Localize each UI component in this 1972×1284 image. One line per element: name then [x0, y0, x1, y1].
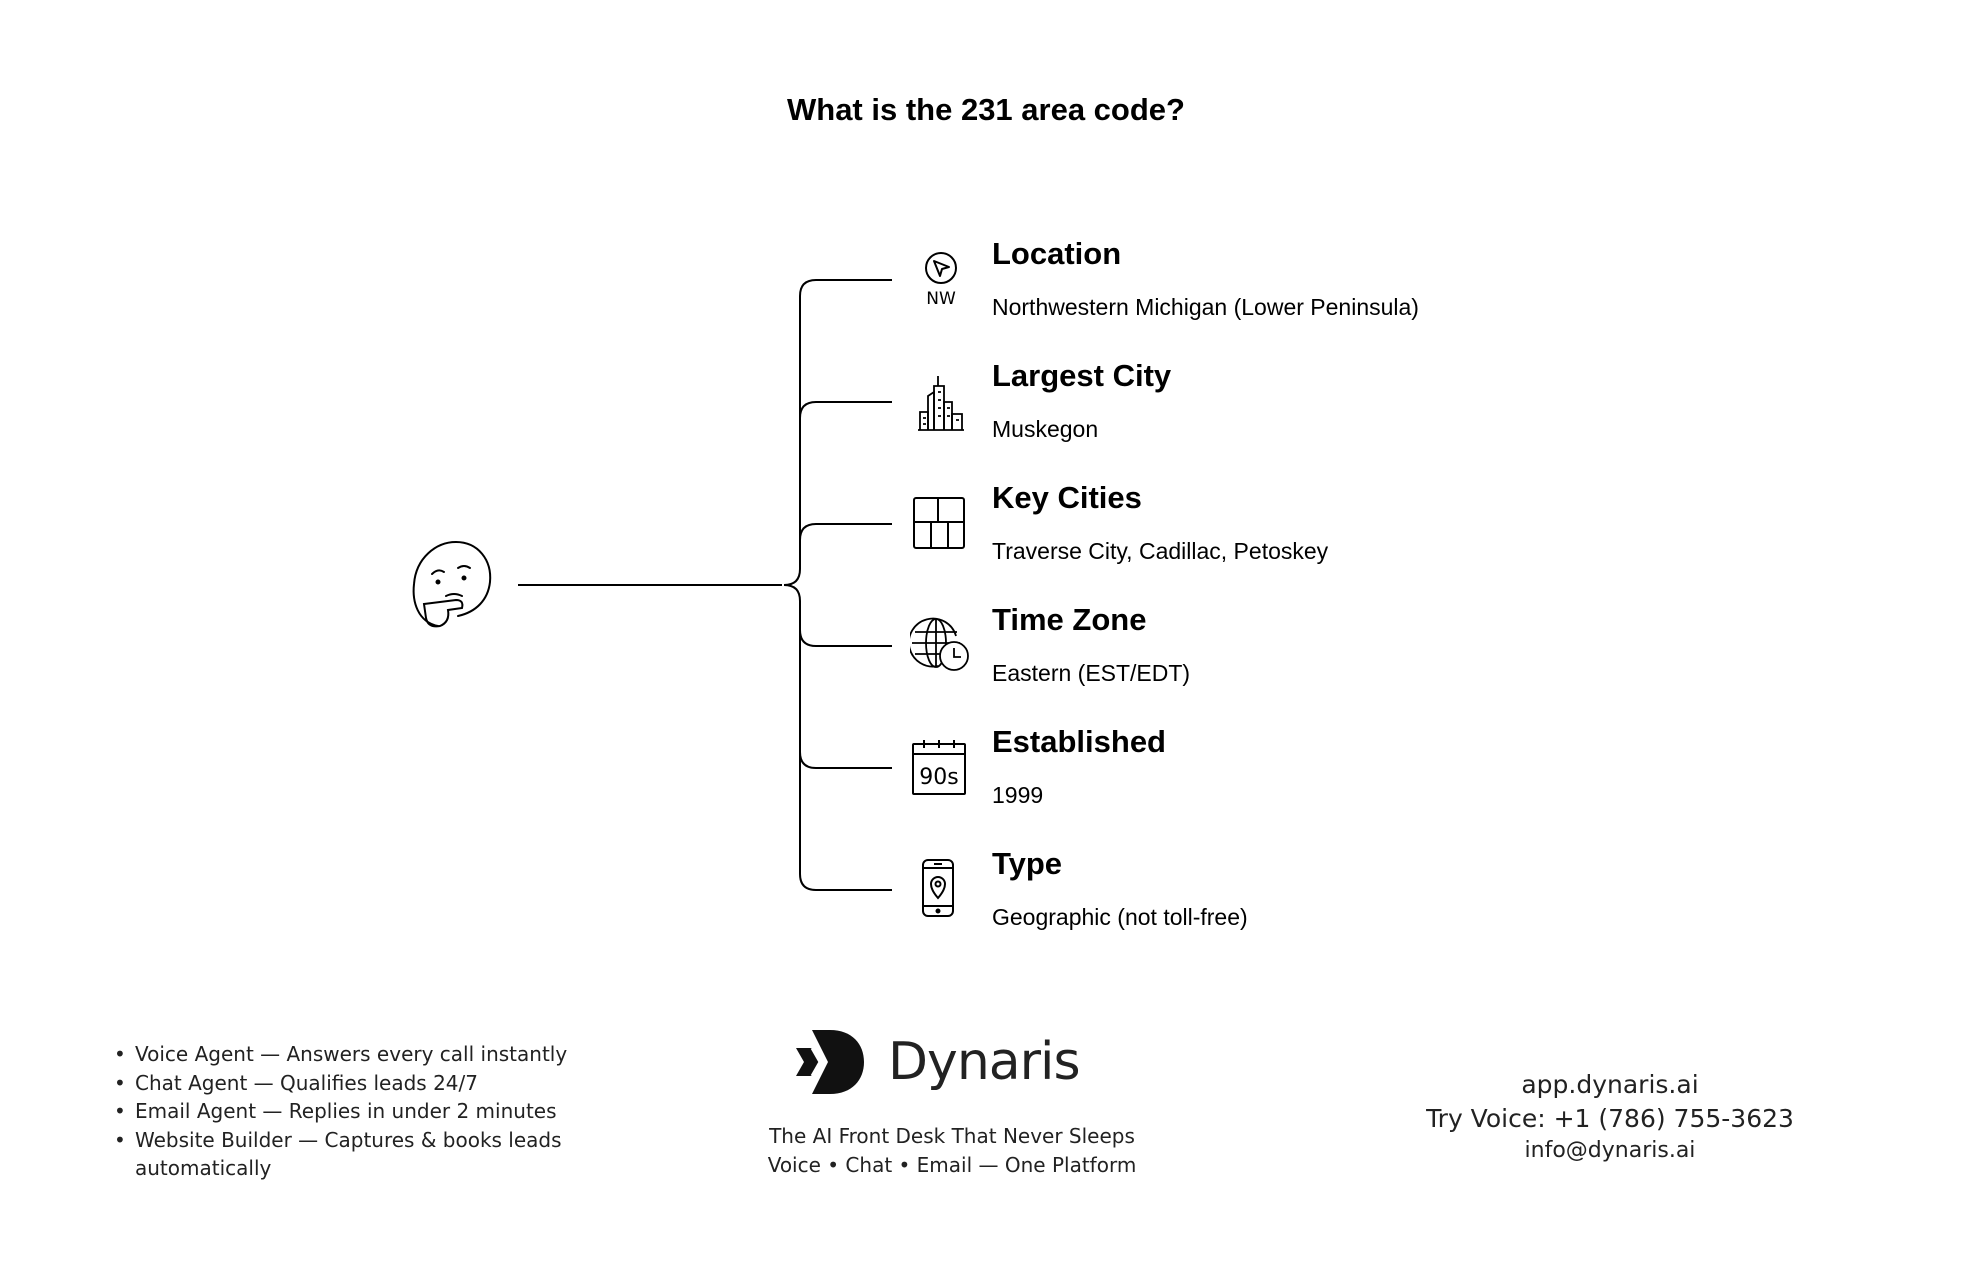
item-title-location: Location	[992, 236, 1122, 271]
website-link[interactable]: app.dynaris.ai	[1521, 1070, 1699, 1099]
item-value-largest-city: Muskegon	[992, 416, 1099, 442]
globe-clock-icon	[910, 617, 969, 671]
compass-nw-icon: NW	[925, 252, 957, 309]
brand-tagline: The AI Front Desk That Never Sleeps	[769, 1124, 1135, 1148]
compass-nw-label: NW	[926, 289, 956, 309]
grid-map-icon	[913, 497, 965, 549]
feature-item-website-builder: Website Builder — Captures & books leads…	[112, 1126, 592, 1183]
item-value-key-cities: Traverse City, Cadillac, Petoskey	[992, 538, 1329, 564]
branch-connector-2	[799, 401, 892, 419]
branch-connector-5	[799, 751, 892, 769]
calendar-label: 90s	[919, 765, 958, 790]
brand-name: Dynaris	[888, 1032, 1081, 1092]
dynaris-logo-icon	[796, 1030, 864, 1094]
item-title-type: Type	[992, 846, 1063, 881]
brand-subtagline: Voice • Chat • Email — One Platform	[767, 1153, 1137, 1177]
email-link[interactable]: info@dynaris.ai	[1524, 1138, 1696, 1163]
item-title-time-zone: Time Zone	[992, 602, 1147, 637]
branch-spine	[783, 279, 892, 891]
feature-item-voice-agent: Voice Agent — Answers every call instant…	[112, 1040, 592, 1069]
item-value-type: Geographic (not toll-free)	[992, 904, 1248, 930]
feature-item-email-agent: Email Agent — Replies in under 2 minutes	[112, 1097, 592, 1126]
feature-item-chat-agent: Chat Agent — Qualifies leads 24/7	[112, 1069, 592, 1098]
item-value-time-zone: Eastern (EST/EDT)	[992, 660, 1191, 686]
item-title-largest-city: Largest City	[992, 358, 1172, 393]
item-value-location: Northwestern Michigan (Lower Peninsula)	[992, 294, 1419, 320]
calendar-icon: 90s	[912, 740, 966, 795]
phone-number[interactable]: Try Voice: +1 (786) 755-3623	[1426, 1104, 1794, 1133]
item-title-established: Established	[992, 724, 1166, 759]
item-title-key-cities: Key Cities	[992, 480, 1142, 515]
branch-connector-4	[799, 629, 892, 647]
thinking-face-icon	[412, 540, 492, 628]
page-title: What is the 231 area code?	[787, 92, 1185, 127]
branch-connector-3	[799, 523, 892, 541]
phone-location-icon	[922, 859, 954, 917]
city-skyline-icon	[918, 376, 964, 431]
feature-list: Voice Agent — Answers every call instant…	[112, 1040, 592, 1183]
item-value-established: 1999	[992, 782, 1044, 808]
